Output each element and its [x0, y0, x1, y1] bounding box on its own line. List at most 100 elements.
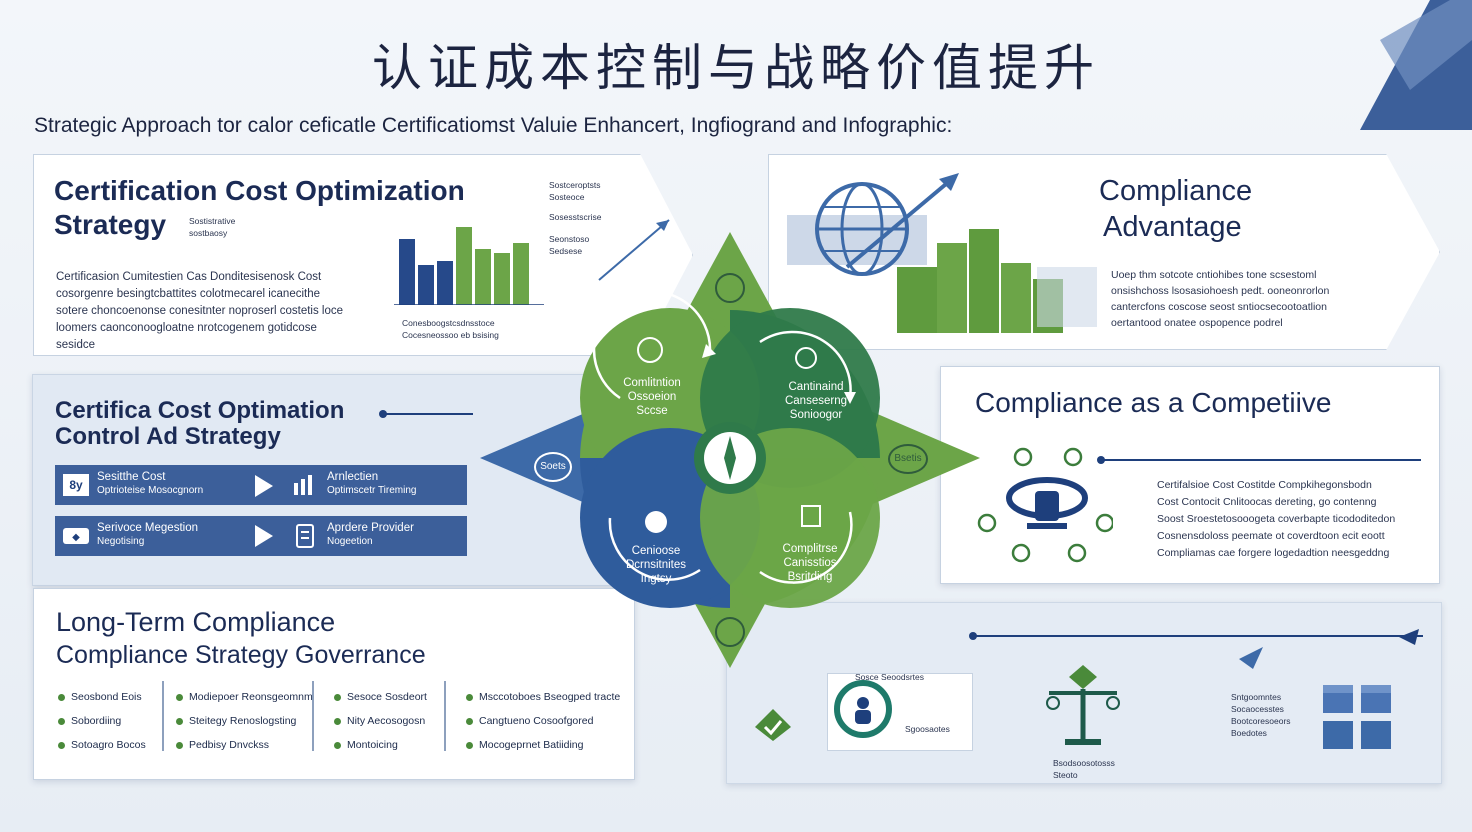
quadrant-label-bottom-left: Cenioose Dcrnsitnites Ingtsy — [596, 544, 716, 586]
longterm-title-line2: Compliance Strategy Goverrance — [56, 641, 426, 669]
list-item: Pedbisy Dnvckss — [176, 733, 313, 757]
label-line: Complitrse — [782, 543, 838, 555]
globe-growth-illustration — [787, 173, 1097, 333]
bottom-label: Bsodsoosotosss Steoto — [1053, 758, 1115, 780]
governance-illustration-panel: Sosce Seoodsrtes Sgoosaotes Bsodsoosotos… — [726, 602, 1442, 784]
chart-label: Seonstoso Sedsese — [549, 234, 590, 256]
side-label: Sntgoomntes Socaocesstes Bootcoresoeors … — [1231, 691, 1301, 739]
row-line: Arnlectien — [327, 471, 379, 483]
caption-line: Conesboogstcsdnsstoce — [402, 318, 495, 328]
column-divider — [162, 681, 164, 751]
body-line: Certificasion Cumitestien Cas Donditesis… — [56, 271, 322, 283]
compliance-advantage-panel: Compliance Advantage Uoep thm sotcote cn… — [768, 154, 1440, 350]
row-line: Optrioteise Mosocgnorn — [97, 485, 204, 496]
cubes-icon — [1323, 685, 1391, 749]
strategy-row-1[interactable]: 8y Sesitthe Cost Optrioteise Mosocgnorn … — [55, 465, 467, 505]
row1-right-text: Arnlectien Optimscetr Tireming — [327, 471, 416, 497]
column-divider — [312, 681, 314, 751]
body-line: Cosnensdoloss peemate ot coverdtoon ecit… — [1157, 530, 1385, 542]
handshake-icon: ◆ — [63, 528, 89, 544]
body-line: Certifalsioe Cost Costitde Compkihegonsb… — [1157, 479, 1372, 491]
list-item: Seosbond Eois — [58, 685, 146, 709]
quadrant-label-top-left: Comlitntion Ossoeion Sccse — [592, 376, 712, 418]
bullet-dot — [334, 741, 341, 749]
compliance-competitive-panel: Compliance as a Competiive Certifalsioe … — [940, 366, 1440, 584]
list-item: Nity Aecosogosn — [334, 709, 427, 733]
row-line: Optimscetr Tireming — [327, 485, 417, 496]
chart-label: Sostceroptsts Sosteoce — [549, 180, 601, 202]
bullet-dot — [58, 717, 65, 725]
list-item: Mocogeprnet Batiiding — [466, 733, 620, 757]
chart-label: Sosesstscrise — [549, 212, 602, 222]
central-cycle-diagram — [480, 232, 980, 668]
connector-line — [1101, 459, 1421, 461]
body-line: sesidce — [56, 339, 95, 351]
cost-panel-title-line1: Certification Cost Optimization — [54, 175, 465, 206]
body-line: cantercfons coscose seost sntiocsecootoa… — [1111, 301, 1327, 313]
label-line: Comlitntion — [623, 377, 681, 389]
compliance-network-icon — [977, 447, 1113, 563]
quadrant-label-top-right: Cantinaind Canseserng Sonioogor — [756, 380, 876, 422]
body-line: Uoep thm sotcote cntiohibes tone scsesto… — [1111, 269, 1317, 281]
bullet-dot — [466, 693, 473, 701]
label-line: Dcrnsitnites — [625, 559, 687, 571]
advantage-body: Uoep thm sotcote cntiohibes tone scsesto… — [1111, 267, 1401, 331]
longterm-column-2: Modiepoer Reonsgeomnm Steitegy Renoslogs… — [176, 685, 313, 757]
badge-icon: 8y — [63, 474, 89, 496]
flag-icon — [1399, 629, 1419, 645]
body-line: cosorgenre besingtcbattites colotmecarel… — [56, 288, 321, 300]
cost-optimization-panel: Certification Cost Optimization Strategy… — [33, 154, 693, 356]
play-arrow-icon — [255, 525, 273, 547]
advantage-title-line2: Advantage — [1103, 211, 1242, 243]
bullet-dot — [466, 741, 473, 749]
list-item: Steitegy Renoslogsting — [176, 709, 313, 733]
bullet-dot — [334, 693, 341, 701]
list-item: Sobordiing — [58, 709, 146, 733]
body-line: loomers caonconoogloatne nrotcogenem got… — [56, 322, 317, 334]
bullet-dot — [334, 717, 341, 725]
connector-dot — [1097, 456, 1105, 464]
send-icon — [1239, 647, 1263, 669]
arrow-sketch-icon — [598, 219, 670, 281]
body-line: oertantood onatee ospopence podrel — [1111, 317, 1283, 329]
timeline-dot — [969, 632, 977, 640]
strategy-row-2[interactable]: ◆ Serivoce Megestion Negotising Aprdere … — [55, 516, 467, 556]
cost-panel-title-line2: Strategy — [54, 209, 167, 240]
balance-scale-icon — [1046, 665, 1120, 745]
column-divider — [444, 681, 446, 751]
label-line: Cenioose — [631, 545, 681, 557]
bullet-dot — [176, 717, 183, 725]
label-line: Canisstios — [783, 557, 837, 569]
control-panel-title-line2: Control Ad Strategy — [55, 423, 281, 450]
bar-chart-icon — [294, 475, 312, 495]
label-line: Sccse — [636, 405, 668, 417]
caption-line: Cocesneossoo eb bsising — [402, 330, 499, 340]
row-line: Serivoce Megestion — [97, 522, 198, 534]
card-label: Sosce Seoodsrtes — [855, 672, 924, 682]
connector-line — [383, 413, 473, 415]
label-line: Canseserng — [784, 395, 847, 407]
chart-caption: Conesboogstcsdnsstoce Cocesneossoo eb bs… — [402, 317, 542, 341]
center-badge-right: Bsetis — [888, 444, 928, 474]
person-badge-icon — [834, 680, 892, 738]
advantage-title-line1: Compliance — [1099, 175, 1253, 207]
list-item: Sotoagro Bocos — [58, 733, 146, 757]
cost-panel-tag: Sostistrative sostbaosy — [189, 216, 236, 238]
body-line: Cost Contocit Cnlitoocas dereting, go co… — [1157, 496, 1377, 508]
longterm-column-4: Msccotoboes Bseogped tracte Cangtueno Co… — [466, 685, 620, 757]
competitive-body: Certifalsioe Cost Costitde Compkihegonsb… — [1157, 477, 1427, 562]
control-panel-title-line1: Certifica Cost Optimation — [55, 397, 345, 424]
bullet-dot — [176, 741, 183, 749]
list-item: Montoicing — [334, 733, 427, 757]
body-line: Soost Sroestetosooogeta coverbapte ticod… — [1157, 513, 1396, 525]
page-subtitle: Strategic Approach tor calor ceficatle C… — [34, 114, 953, 137]
row-line: Nogeetion — [327, 536, 373, 547]
corner-decoration — [1360, 0, 1472, 130]
row1-left-text: Sesitthe Cost Optrioteise Mosocgnorn — [97, 471, 203, 497]
bullet-dot — [176, 693, 183, 701]
label-line: Sonioogor — [789, 409, 843, 421]
connector-dot — [379, 410, 387, 418]
row-line: Negotising — [97, 536, 145, 547]
long-term-compliance-panel: Long-Term Compliance Compliance Strategy… — [33, 588, 635, 780]
body-line: onsishchoss lsosasiohoesh pedt. ooneonro… — [1111, 285, 1330, 297]
